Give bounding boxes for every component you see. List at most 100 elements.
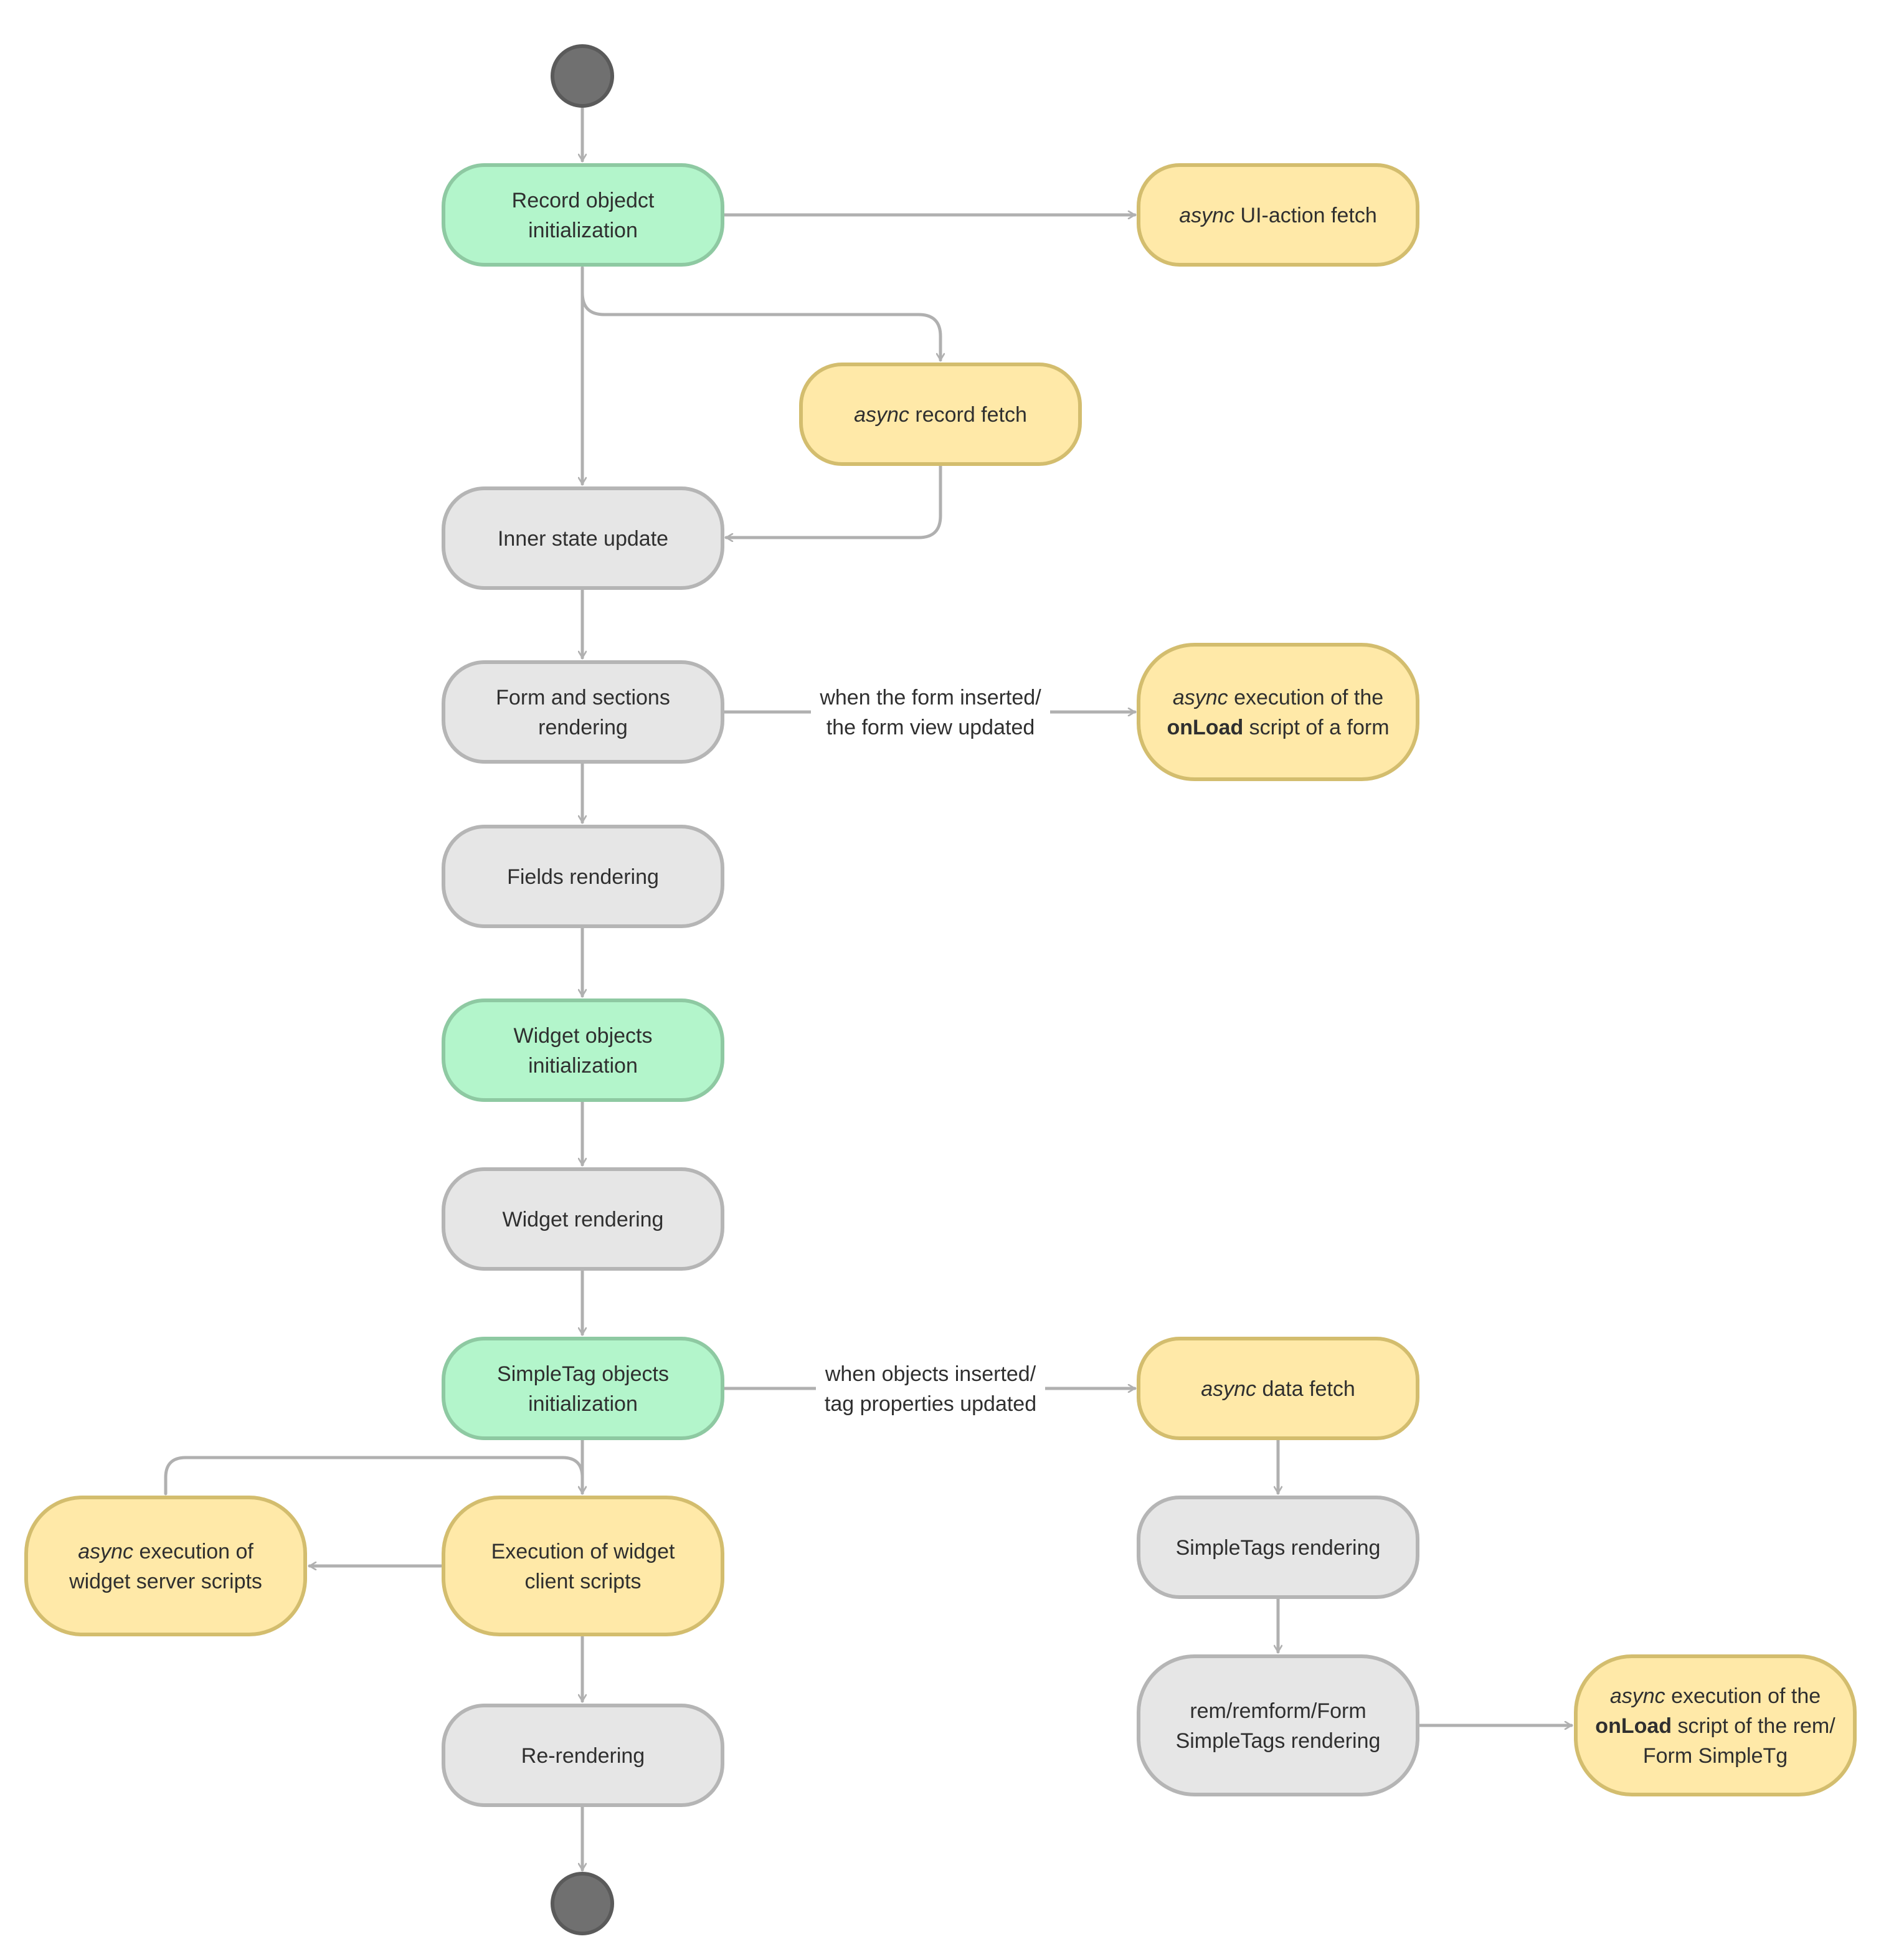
node-label-run: Widget rendering [503, 1208, 664, 1231]
node-label-line: initialization [528, 219, 638, 242]
node-label-run: record fetch [909, 403, 1027, 427]
node-label-run: execution of the [1228, 686, 1384, 709]
edge-label: when objects inserted/tag properties upd… [825, 1362, 1036, 1416]
node-label-line: Widget rendering [503, 1208, 664, 1231]
edge-label-line: tag properties updated [825, 1392, 1036, 1416]
node-label-line: Widget objects [514, 1024, 653, 1048]
node-label-run: Execution of widget [491, 1540, 675, 1563]
node-label-line: async execution of the [1610, 1684, 1821, 1708]
node-box [1137, 1654, 1419, 1796]
node-label-line: initialization [528, 1054, 638, 1078]
node-label-run: Form and sections [496, 686, 670, 709]
node-label: Re-rendering [521, 1744, 645, 1768]
node-label-line: Re-rendering [521, 1744, 645, 1768]
node-label: Inner state update [498, 527, 668, 551]
edge-label: when the form inserted/the form view upd… [819, 686, 1041, 739]
node-label-run: async [1610, 1684, 1665, 1708]
node-label: async UI-action fetch [1179, 204, 1376, 227]
node-box [1574, 1654, 1857, 1796]
node-label-run: rem/remform/Form [1190, 1699, 1366, 1723]
node-label: async execution of widget server scripts [69, 1540, 262, 1593]
node-label-run: script of a form [1243, 716, 1389, 739]
node-simpletags-rendering: SimpleTags rendering [1137, 1496, 1419, 1599]
node-label: async data fetch [1201, 1377, 1355, 1401]
node-label-run: rendering [538, 716, 628, 739]
node-label-run: SimpleTags rendering [1176, 1729, 1381, 1753]
edge-server-scripts-exec-to-client-scripts-exec [164, 1456, 582, 1496]
node-label-run: initialization [528, 219, 638, 242]
node-label-run: Re-rendering [521, 1744, 645, 1768]
node-label-line: Form and sections [496, 686, 670, 709]
node-label-run: Fields rendering [507, 865, 659, 889]
node-box [24, 1496, 307, 1636]
node-label-run: Record objedct [512, 189, 655, 212]
node-box [442, 660, 724, 764]
node-form-onload-exec: async execution of the onLoad script of a… [1137, 643, 1419, 781]
node-box [442, 486, 724, 590]
node-form-sections-rendering: Form and sections rendering [442, 660, 724, 764]
node-box [1137, 643, 1419, 781]
edge-record-init-to-record-fetch [580, 266, 940, 362]
node-box [442, 825, 724, 928]
node-label-line: rem/remform/Form [1190, 1699, 1366, 1723]
node-widget-rendering: Widget rendering [442, 1167, 724, 1271]
node-label: Record objedct initialization [512, 189, 655, 242]
node-label-line: Record objedct [512, 189, 655, 212]
node-label-line: async execution of the [1173, 686, 1383, 709]
edge-label-line: the form view updated [826, 716, 1035, 739]
nodes-layer: Record objedct initialization async UI-act… [24, 44, 1857, 1935]
node-label-run: SimpleTag objects [497, 1362, 669, 1386]
node-label: SimpleTags rendering [1176, 1536, 1381, 1560]
node-label-run: client scripts [524, 1570, 641, 1593]
node-label-run: UI-action fetch [1234, 204, 1377, 227]
node-label-line: Execution of widget [491, 1540, 675, 1563]
node-record-init: Record objedct initialization [442, 163, 724, 267]
node-re-rendering: Re-rendering [442, 1704, 724, 1807]
node-label-line: async data fetch [1201, 1377, 1355, 1401]
node-label-line: SimpleTag objects [497, 1362, 669, 1386]
node-box [442, 1704, 724, 1807]
start-node-circle [551, 44, 614, 108]
node-box [1137, 163, 1419, 267]
node-box [442, 998, 724, 1102]
node-label-line: initialization [528, 1392, 638, 1416]
node-label-run: async [1173, 686, 1228, 709]
edge-label-line: when the form inserted/ [819, 686, 1041, 709]
node-box [442, 1337, 724, 1440]
node-label-run: onLoad [1595, 1714, 1672, 1738]
node-label-run: execution of the [1665, 1684, 1821, 1708]
node-label-run: Form SimpleTg [1643, 1744, 1788, 1768]
node-label-line: async UI-action fetch [1179, 204, 1376, 227]
node-label-run: async [854, 403, 909, 427]
edges-layer: when the form inserted/the form view upd… [164, 105, 1573, 1872]
node-label-run: async [78, 1540, 133, 1563]
node-label-run: onLoad [1167, 716, 1243, 739]
node-simpletag-init: SimpleTag objects initialization [442, 1337, 724, 1440]
node-label-run: Inner state update [498, 527, 668, 551]
node-label-line: SimpleTags rendering [1176, 1536, 1381, 1560]
node-box [442, 163, 724, 267]
edge-label-background [816, 1357, 1045, 1420]
edge-label-line: when objects inserted/ [825, 1362, 1036, 1386]
node-label: async execution of the onLoad script of t… [1595, 1684, 1835, 1768]
node-label: Widget objects initialization [514, 1024, 653, 1078]
node-label-line: onLoad script of the rem/ [1595, 1714, 1835, 1738]
node-record-fetch: async record fetch [799, 363, 1082, 466]
node-label-run: async [1179, 204, 1234, 227]
node-label-run: data fetch [1256, 1377, 1355, 1401]
node-box [442, 1496, 724, 1636]
node-label-run: widget server scripts [69, 1570, 262, 1593]
node-label-line: Fields rendering [507, 865, 659, 889]
node-fields-rendering: Fields rendering [442, 825, 724, 928]
node-label-line: SimpleTags rendering [1176, 1729, 1381, 1753]
node-label-run: execution of [133, 1540, 253, 1563]
node-label: Form and sections rendering [496, 686, 670, 739]
node-ui-action-fetch: async UI-action fetch [1137, 163, 1419, 267]
end-node-circle [551, 1872, 614, 1935]
node-label: async execution of the onLoad script of a… [1167, 686, 1389, 739]
node-label-line: rendering [538, 716, 628, 739]
node-label-run: async [1201, 1377, 1256, 1401]
